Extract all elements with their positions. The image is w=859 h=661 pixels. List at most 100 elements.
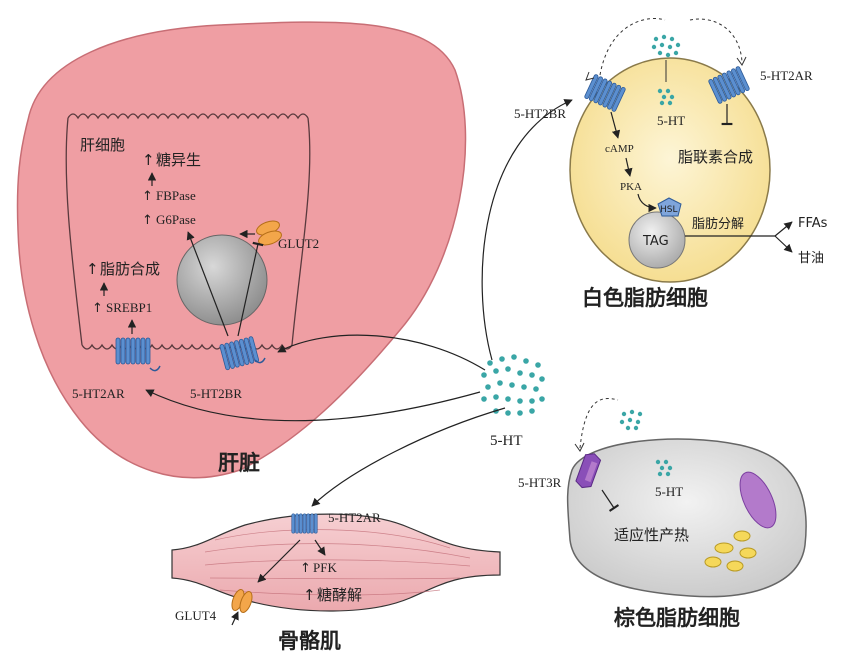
liver-organ: GLUT2 5-HT2AR 5-HT2BR 肝细胞 ↑ 糖异生 ↑ FBPase… [16, 21, 467, 479]
serotonin-dot [625, 425, 631, 431]
serotonin-dot [529, 372, 535, 378]
muscle-title: 骨骼肌 [278, 629, 341, 653]
serotonin-dot [517, 370, 523, 376]
serotonin-dot [669, 36, 675, 42]
serotonin-dot [667, 100, 673, 106]
liver-title: 肝脏 [218, 451, 260, 475]
serotonin-dot [629, 409, 635, 415]
nucleus [176, 234, 268, 326]
serotonin-dot [659, 100, 665, 106]
serotonin-dot [665, 471, 671, 477]
serotonin-dot [621, 411, 627, 417]
muscle-5ht2ar-label: 5-HT2AR [328, 510, 381, 525]
serotonin-dot [675, 42, 681, 48]
path-to-white-fat [481, 99, 573, 361]
serotonin-dot [657, 50, 663, 56]
hepatocyte-left-membrane [65, 117, 83, 346]
pka-label: PKA [620, 181, 642, 193]
lipolysis-label: 脂肪分解 [692, 216, 744, 232]
white-5ht-label: 5-HT [657, 113, 685, 128]
white-5ht2ar-label: 5-HT2AR [760, 68, 813, 83]
5ht3r-receptor-icon [575, 453, 602, 489]
serotonin-dot [665, 88, 671, 94]
white-dash-left [599, 18, 666, 76]
serotonin-dot [481, 372, 487, 378]
white-adipocyte: 5-HT2BR 5-HT2AR 5-HT cAMP PKA TAG HSL 脂肪… [514, 18, 828, 310]
serotonin-dot [481, 396, 487, 402]
tag-label: TAG [642, 234, 669, 249]
brown-adipocyte: 5-HT3R 5-HT 适应性产热 棕色脂肪细胞 [518, 397, 807, 630]
serotonin-dot [487, 360, 493, 366]
pfk-label: PFK [313, 560, 337, 575]
mitochondrion-icon [739, 471, 777, 529]
serotonin-dot [637, 411, 643, 417]
thermogenesis-label: 适应性产热 [614, 526, 689, 544]
serotonin-dot [665, 52, 671, 58]
serotonin-dot [505, 366, 511, 372]
serotonin-dot [659, 42, 665, 48]
serotonin-dot [673, 50, 679, 56]
serotonin-dot [535, 362, 541, 368]
serotonin-dot [505, 410, 511, 416]
serotonin-dot [493, 394, 499, 400]
ffas-label: FFAs [798, 216, 828, 231]
white-serotonin-dots-icon [651, 34, 681, 106]
serotonin-dot [667, 465, 673, 471]
liver-5ht2br-label: 5-HT2BR [190, 386, 242, 401]
serotonin-dot [485, 384, 491, 390]
pfk-up-arrow: ↑ [300, 561, 311, 576]
serotonin-dot [657, 471, 663, 477]
serotonin-dot [653, 36, 659, 42]
serotonin-dot [539, 396, 545, 402]
hepatocyte-label: 肝细胞 [80, 136, 125, 154]
path-to-liver-2ar [145, 389, 481, 422]
brown-dash [579, 397, 619, 449]
g6pase-up-arrow: ↑ [142, 213, 153, 228]
path-to-liver-2br [277, 334, 486, 371]
serotonin-dot [655, 459, 661, 465]
serotonin-cluster-icon [481, 354, 545, 416]
glut4-transporter-icon [231, 589, 253, 613]
muscle-5ht2ar-receptor-icon [291, 513, 318, 534]
serotonin-dot [659, 465, 665, 471]
camp-label: cAMP [605, 143, 634, 155]
hepatocyte-right-membrane [291, 117, 311, 346]
liver-5ht2ar-receptor-icon [115, 337, 151, 365]
serotonin-dot [657, 88, 663, 94]
serotonin-dot [661, 94, 667, 100]
liver-5ht2ar-label: 5-HT2AR [72, 386, 125, 401]
srebp1-up-arrow: ↑ [92, 301, 103, 316]
serotonin-dot [627, 417, 633, 423]
fbpase-label: FBPase [156, 188, 196, 203]
brown-5ht-label: 5-HT [655, 484, 683, 499]
serotonin-dot [669, 94, 675, 100]
lipogenesis-label: 脂肪合成 [100, 260, 160, 278]
serotonin-dot [523, 358, 529, 364]
serotonin-dot [517, 398, 523, 404]
glut4-label: GLUT4 [175, 608, 217, 623]
serotonin-dot [529, 408, 535, 414]
glycerol-label: 甘油 [798, 251, 824, 266]
gluconeogenesis-up-arrow: ↑ [142, 151, 155, 169]
serotonin-dot [619, 419, 625, 425]
brown-serotonin-dots-icon [619, 409, 673, 477]
hsl-enzyme-icon [657, 197, 682, 217]
serotonin-dot [633, 425, 639, 431]
serotonin-dot [667, 44, 673, 50]
serotonin-dot [635, 419, 641, 425]
fbpase-up-arrow: ↑ [142, 189, 153, 204]
serotonin-dot [499, 356, 505, 362]
lipid-droplets-icon [704, 530, 757, 572]
hsl-label: HSL [660, 205, 678, 215]
adiponectin-label: 脂联素合成 [678, 148, 753, 166]
gluconeogenesis-label: 糖异生 [156, 151, 201, 169]
serotonin-dot [509, 382, 515, 388]
serotonin-dot [511, 354, 517, 360]
serotonin-dot [651, 44, 657, 50]
white-dash-right [689, 18, 743, 63]
tag-droplet [628, 211, 686, 269]
skeletal-muscle: 5-HT2AR ↑ PFK ↑ 糖酵解 GLUT4 骨骼肌 [171, 510, 501, 653]
white-5ht2br-label: 5-HT2BR [514, 106, 566, 121]
glycolysis-label: 糖酵解 [317, 586, 362, 604]
